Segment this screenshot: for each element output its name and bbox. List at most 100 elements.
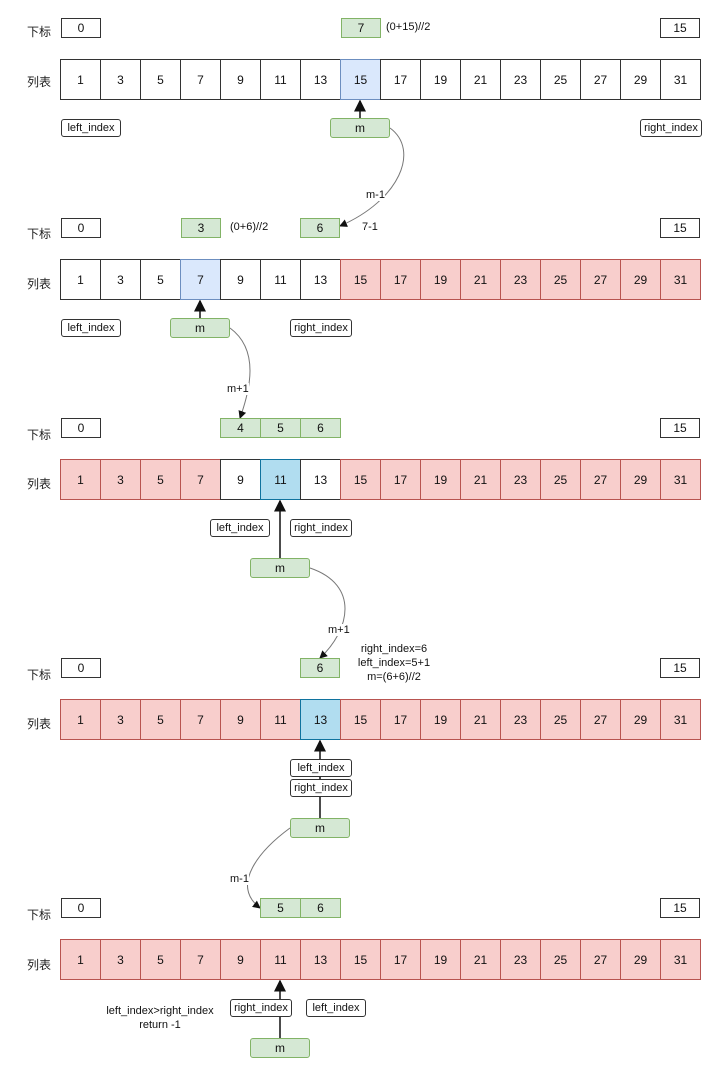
right-index-tag: right_index xyxy=(230,999,292,1017)
m-pointer-box: m xyxy=(250,1038,310,1058)
index-row-label: 下标 xyxy=(27,668,52,682)
array-cell-excluded: 23 xyxy=(500,459,541,500)
array-cell-excluded: 17 xyxy=(380,259,421,300)
array-cell-excluded: 21 xyxy=(460,699,501,740)
array-cell-excluded: 25 xyxy=(540,699,581,740)
last-index-box: 15 xyxy=(660,898,700,918)
first-index-box: 0 xyxy=(61,418,101,438)
right-index-tag: right_index xyxy=(290,779,352,797)
m-pointer-box: m xyxy=(250,558,310,578)
array-cell: 13 xyxy=(300,459,341,500)
left-index-tag: left_index xyxy=(210,519,270,537)
array-cell: 21 xyxy=(460,59,501,100)
array-cell-mid: 7 xyxy=(180,259,221,300)
array-cell-excluded: 25 xyxy=(540,939,581,980)
array-cell-excluded: 9 xyxy=(220,699,261,740)
array-cell-excluded: 27 xyxy=(580,699,621,740)
array-cell: 5 xyxy=(140,259,181,300)
array-cell: 13 xyxy=(300,59,341,100)
array-cell-excluded: 31 xyxy=(660,459,701,500)
array-cell: 9 xyxy=(220,59,261,100)
array-cell-excluded: 17 xyxy=(380,699,421,740)
curve-step4 xyxy=(247,827,291,909)
array-cell-excluded: 19 xyxy=(420,939,461,980)
array-cell-excluded: 21 xyxy=(460,259,501,300)
new-right-index-box: 6 xyxy=(300,218,340,238)
array-cell-excluded: 15 xyxy=(340,259,381,300)
array-cell-excluded: 3 xyxy=(100,939,141,980)
array-cell-excluded: 23 xyxy=(500,939,541,980)
range-index-box: 6 xyxy=(300,418,341,438)
array-cell: 5 xyxy=(140,59,181,100)
array-cell: 23 xyxy=(500,59,541,100)
curve-step2 xyxy=(229,327,251,419)
array-cell: 1 xyxy=(60,59,101,100)
mid-index-box: 3 xyxy=(181,218,221,238)
first-index-box: 0 xyxy=(61,18,101,38)
array-cell-mid: 13 xyxy=(300,699,341,740)
list-row-label: 列表 xyxy=(27,277,52,291)
bound-note: right_index=6 left_index=5+1 m=(6+6)//2 xyxy=(352,642,436,684)
mid-index-box: 7 xyxy=(341,18,381,38)
array-cell: 3 xyxy=(100,59,141,100)
array-cell: 11 xyxy=(260,59,301,100)
array-cell-excluded: 29 xyxy=(620,459,661,500)
note-line: left_index>right_index xyxy=(106,1005,214,1017)
array-cell: 19 xyxy=(420,59,461,100)
curve-step1 xyxy=(339,127,405,227)
list-row-label: 列表 xyxy=(27,75,52,89)
range-index-box: 5 xyxy=(260,418,301,438)
mid-formula: (0+15)//2 xyxy=(386,21,431,33)
array-cell-excluded: 5 xyxy=(140,459,181,500)
termination-note: left_index>right_index return -1 xyxy=(96,1004,224,1032)
right-index-tag: right_index xyxy=(290,319,352,337)
left-index-tag: left_index xyxy=(61,119,121,137)
left-index-tag: left_index xyxy=(306,999,366,1017)
last-index-box: 15 xyxy=(660,418,700,438)
array-cell-excluded: 1 xyxy=(60,699,101,740)
note-line: right_index=6 xyxy=(360,643,428,655)
array-cell-excluded: 29 xyxy=(620,259,661,300)
array-cell-excluded: 19 xyxy=(420,459,461,500)
list-row-label: 列表 xyxy=(27,717,52,731)
array-cell: 27 xyxy=(580,59,621,100)
mid-index-box: 6 xyxy=(300,658,340,678)
array-cell-excluded: 19 xyxy=(420,259,461,300)
array-cell-excluded: 25 xyxy=(540,259,581,300)
array-cell-mid: 15 xyxy=(340,59,381,100)
array-cell: 17 xyxy=(380,59,421,100)
array-cell-excluded: 3 xyxy=(100,459,141,500)
array-cell-excluded: 15 xyxy=(340,699,381,740)
array-cell-excluded: 1 xyxy=(60,939,101,980)
array-cell-excluded: 29 xyxy=(620,699,661,740)
array-cell-excluded: 23 xyxy=(500,699,541,740)
note-line: left_index=5+1 xyxy=(357,657,431,669)
array-cell-excluded: 11 xyxy=(260,699,301,740)
array-cell-excluded: 7 xyxy=(180,459,221,500)
first-index-box: 0 xyxy=(61,898,101,918)
list-row-label: 列表 xyxy=(27,477,52,491)
array-cell-excluded: 5 xyxy=(140,699,181,740)
edge-label: m+1 xyxy=(328,624,350,636)
array-cell-excluded: 23 xyxy=(500,259,541,300)
m-pointer-box: m xyxy=(170,318,230,338)
array-cell-excluded: 27 xyxy=(580,259,621,300)
array-cell-excluded: 13 xyxy=(300,939,341,980)
last-index-box: 15 xyxy=(660,18,700,38)
array-cell-excluded: 5 xyxy=(140,939,181,980)
array-cell-excluded: 27 xyxy=(580,459,621,500)
array-cell-excluded: 25 xyxy=(540,459,581,500)
array-cell-excluded: 7 xyxy=(180,939,221,980)
array-cell-excluded: 17 xyxy=(380,459,421,500)
array-cell: 29 xyxy=(620,59,661,100)
array-cell: 9 xyxy=(220,459,261,500)
array-cell-excluded: 29 xyxy=(620,939,661,980)
curve-step3 xyxy=(309,567,346,659)
array-cell: 3 xyxy=(100,259,141,300)
array-cell-excluded: 31 xyxy=(660,259,701,300)
right-index-tag: right_index xyxy=(640,119,702,137)
array-cell-excluded: 31 xyxy=(660,939,701,980)
edge-label: m-1 xyxy=(230,873,249,885)
last-index-box: 15 xyxy=(660,218,700,238)
